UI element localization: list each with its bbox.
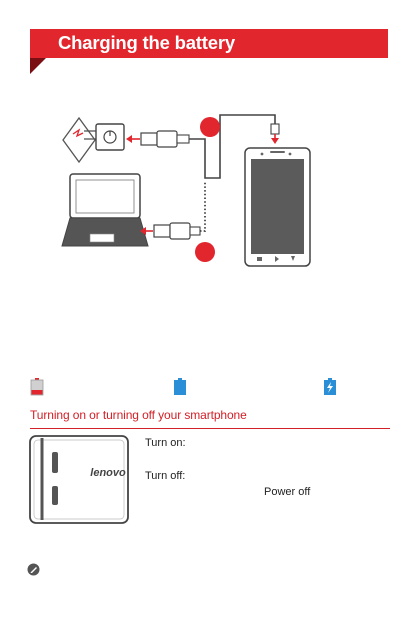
power-off-label: Power off: [264, 486, 311, 498]
turn-off-label: Turn off:: [145, 470, 186, 482]
turn-on-label: Turn on:: [145, 437, 186, 449]
section-heading: Turning on or turning off your smartphon…: [30, 408, 247, 422]
volume-key: [52, 452, 58, 473]
laptop-arrow-icon: [140, 227, 153, 235]
laptop-cable: [200, 182, 206, 232]
title-banner: [30, 29, 388, 58]
battery-full-icon: [174, 378, 186, 395]
smartphone-icon: [244, 147, 311, 267]
phone-connector-icon: [270, 123, 280, 144]
page-title: Charging the battery: [58, 32, 235, 53]
power-key: [52, 486, 58, 505]
step-1-marker: [200, 117, 220, 137]
usb-plug-top: [140, 130, 190, 148]
charger-arrow-icon: [126, 135, 140, 143]
section-divider: [30, 428, 390, 429]
title-banner-fold: [30, 58, 46, 74]
charging-diagram: [61, 114, 311, 267]
usb-plug-bottom: [153, 222, 201, 240]
step-2-marker: [195, 242, 215, 262]
charger-cable: [189, 114, 276, 179]
wall-charger-icon: [62, 116, 125, 164]
phone-side-view: lenovo: [29, 435, 129, 524]
battery-low-icon: [30, 378, 44, 396]
brand-logo: lenovo: [90, 467, 126, 479]
laptop-icon: [61, 173, 149, 247]
battery-charging-icon: [324, 378, 336, 395]
note-pencil-icon: [27, 563, 40, 576]
